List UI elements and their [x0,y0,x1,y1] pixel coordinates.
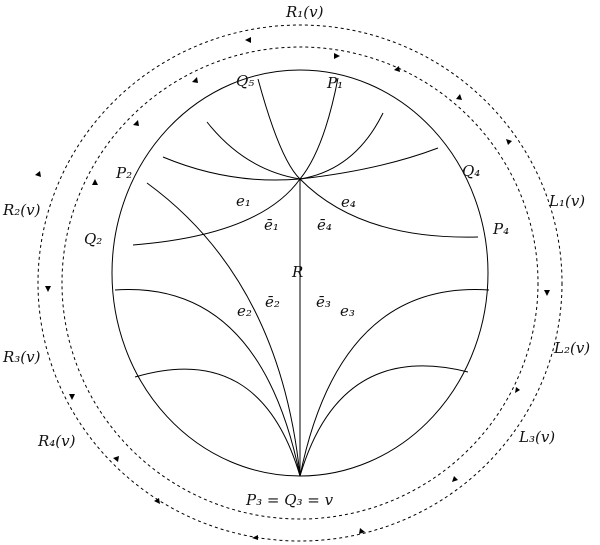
label-e1: e₁ [236,192,251,210]
label-p1: P₁ [326,74,343,92]
label-ebar3: ē₃ [316,293,331,311]
arc-p2-e2 [146,182,301,477]
arc-left-mid [162,156,301,181]
arrowhead [334,53,340,59]
outer-dashed-circle [37,24,563,542]
label-l3: L₃(v) [518,428,555,446]
label-q5: Q₅ [236,72,254,90]
arrowhead [394,66,400,72]
arrowhead [359,528,365,534]
inner-dashed-circle [61,46,539,520]
arc-left-lower-2 [134,368,301,477]
arc-p1-center [299,77,339,180]
arrowhead [456,94,462,100]
arc-left-lower-1 [114,289,301,477]
arrowhead [133,120,139,126]
arrowhead [192,77,198,83]
arrowhead [154,498,160,504]
label-r2: R₂(v) [2,201,41,219]
label-region-r: R [291,263,303,281]
label-e4: e₄ [341,193,356,211]
arrowhead [544,290,550,296]
arrowhead [245,37,251,43]
arrowhead [92,179,98,185]
label-r4: R₄(v) [37,432,76,450]
label-p4: P₄ [492,220,509,238]
outer-arrowheads [35,37,550,540]
arc-right-lower-2 [299,365,469,477]
arc-q2-e1 [132,178,301,246]
arrowhead [452,476,458,482]
label-e3: e₃ [340,302,355,320]
arrowhead [252,535,258,540]
arc-right-upper [299,112,384,180]
label-r3: R₃(v) [2,348,41,366]
arc-q5-center [257,78,301,180]
label-q2: Q₂ [84,230,102,248]
label-ebar2: ē₂ [265,293,280,311]
arrowhead [69,394,75,400]
arc-q4-center [299,147,439,180]
arrowhead [506,139,512,145]
label-bottom-vertex: P₃ = Q₃ = v [245,491,334,509]
label-r1: R₁(v) [285,3,324,21]
arc-p4-e4 [299,178,479,238]
arc-left-upper [206,121,301,180]
label-l2: L₂(v) [553,339,590,357]
arc-right-lower-1 [299,289,490,477]
arrowhead [35,171,41,177]
label-q4: Q₄ [462,162,480,180]
label-e2: e₂ [237,302,252,320]
label-ebar4: ē₄ [317,216,332,234]
label-l1: L₁(v) [548,192,585,210]
arrowhead [45,286,51,292]
arrowhead [515,387,520,393]
label-p2: P₂ [115,164,132,182]
label-ebar1: ē₁ [264,216,279,234]
arrowhead [113,456,119,462]
